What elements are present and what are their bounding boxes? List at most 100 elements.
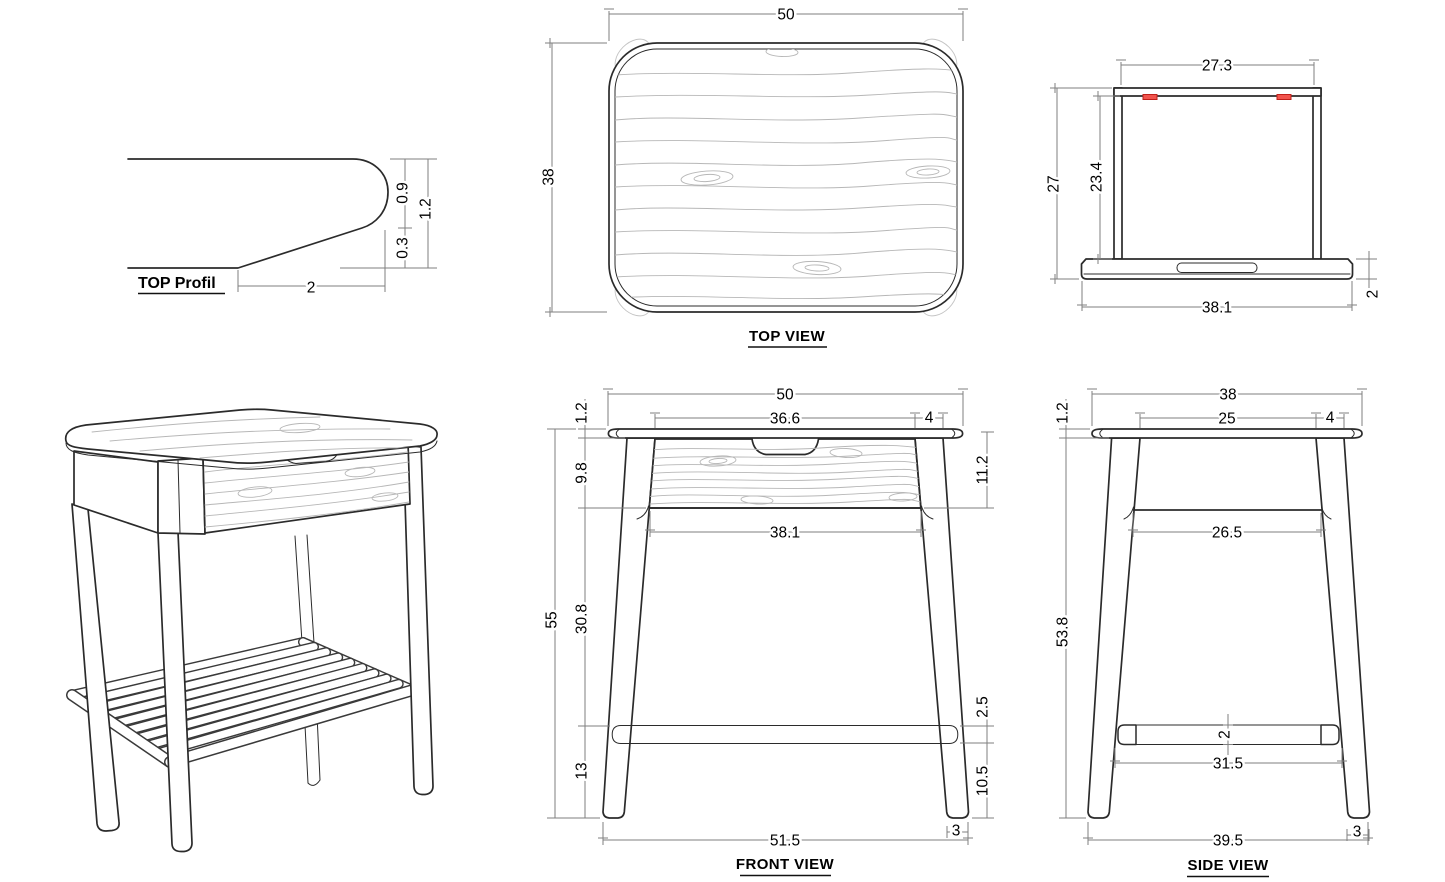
dim-text-front-drawer-to-rail: 30.8: [573, 604, 590, 634]
iso-drawer-grain: [204, 451, 410, 528]
dim-profile-undercut: 0.3: [392, 228, 414, 268]
dim-text-front-foot-width: 3: [952, 822, 961, 839]
drawer-left-stile: [1113, 87, 1123, 260]
dim-text-side-rail-thickness: 2: [1216, 730, 1233, 739]
drawer-stop-marker-left: [1142, 94, 1158, 100]
dim-front-top-to-drawer: 11.2: [924, 431, 994, 509]
dim-text-side-leg-top: 4: [1326, 409, 1335, 426]
side-view-label: SIDE VIEW: [1187, 857, 1269, 874]
table-top-inner-edge: [614, 48, 958, 307]
dim-profile-nose: 0.9: [390, 158, 437, 229]
dim-top-view-width: 50: [604, 4, 968, 41]
side-view: 38 25 4 1.2 53.8 26.5 2 31.5 39.5: [1052, 384, 1373, 878]
table-top-outline: [608, 42, 964, 313]
dim-front-bottom-width: 51.5: [598, 822, 973, 852]
dim-text-side-top-width: 38: [1219, 386, 1236, 403]
dim-text-nose: 0.9: [394, 182, 411, 204]
dim-front-below-rail: 10.5: [972, 743, 994, 819]
dim-profile-run: 2: [237, 230, 386, 299]
dim-front-top-thickness: 1.2: [571, 399, 625, 439]
dim-drawer-base-width: 38.1: [1077, 281, 1357, 319]
iso-corner-post: [157, 457, 206, 535]
dim-front-rail-to-floor: 13: [571, 726, 593, 818]
dim-text-front-total-height: 55: [543, 611, 560, 628]
side-table-top: [1091, 428, 1363, 439]
drawer-back-view: 27.3 27 23.4 38.1 2: [1043, 55, 1384, 319]
dim-drawer-base-thickness: 2: [1356, 251, 1384, 301]
dim-side-bottom-width: 39.5: [1083, 822, 1373, 852]
front-view: 50 36.6 4 1.2 9.8 55 30.8 13 11.2: [541, 384, 994, 877]
dim-text-front-top-width: 50: [776, 386, 794, 403]
dim-text-front-drawer-height: 9.8: [573, 462, 590, 484]
dim-text-run: 2: [307, 279, 316, 296]
top-view-wood-grain: [615, 49, 957, 300]
dim-text-opening-height: 23.4: [1088, 162, 1105, 193]
iso-top-grain: [91, 416, 421, 459]
dim-text-front-rail-to-floor: 13: [573, 762, 590, 779]
front-apron-flare-right: [921, 505, 934, 520]
side-apron-flare-left: [1123, 506, 1134, 520]
dim-front-top-width: 50: [603, 384, 968, 426]
dim-text-thickness: 1.2: [417, 198, 434, 220]
side-right-leg: [1315, 437, 1371, 819]
iso-left-leg: [71, 503, 120, 832]
dim-text-base-thickness: 2: [1364, 290, 1381, 299]
dim-side-height-below-top: 53.8: [1052, 437, 1086, 819]
top-view: 50 38 TOP VIEW: [538, 4, 968, 348]
edge-profile-outline: [127, 158, 389, 269]
dim-side-top-width: 38: [1087, 384, 1367, 426]
drawer-right-stile: [1312, 87, 1322, 260]
dim-text-opening-width: 27.3: [1202, 57, 1232, 74]
dim-text-front-bottom-width: 51.5: [770, 832, 800, 849]
front-drawer-grain: [649, 444, 921, 505]
dim-drawer-opening-height: 23.4: [1086, 91, 1120, 264]
dim-top-view-depth: 38: [538, 38, 607, 317]
dim-front-inner-top: 36.6 4: [650, 407, 948, 430]
dim-text-front-leg-top: 4: [925, 409, 934, 426]
dim-text-side-inner-width: 26.5: [1212, 524, 1242, 541]
drawer-base-panel: [1080, 258, 1354, 280]
front-stretcher-rail: [611, 725, 959, 744]
dim-text-front-inner-top: 36.6: [770, 410, 800, 427]
dim-side-inner-width: 26.5: [1128, 513, 1326, 544]
front-table-top: [607, 428, 964, 439]
side-left-leg: [1087, 437, 1141, 819]
iso-shelf-slats: [76, 641, 404, 759]
dim-text-base-width: 38.1: [1202, 299, 1232, 316]
iso-top-edge: [65, 440, 438, 470]
dim-side-top-thickness: 1.2: [1052, 399, 1109, 439]
dim-drawer-height: 27: [1043, 83, 1112, 284]
dim-text-front-top-to-drawer: 11.2: [974, 455, 991, 484]
front-right-leg: [914, 437, 970, 819]
iso-back-leg: [294, 534, 321, 786]
isometric-view: [64, 408, 438, 853]
dim-text-top-width: 50: [777, 6, 795, 23]
dim-text-undercut: 0.3: [394, 237, 411, 259]
dim-text-top-depth: 38: [540, 168, 557, 185]
iso-shelf: [66, 637, 419, 768]
dim-front-foot-width: 3: [946, 820, 969, 842]
dim-side-rail-span: 31.5: [1110, 748, 1347, 775]
dim-text-side-foot-width: 3: [1353, 823, 1362, 840]
dim-front-rail-height: 2.5: [960, 694, 994, 744]
top-view-label: TOP VIEW: [749, 328, 825, 345]
drawer-handle-slot: [1176, 262, 1258, 273]
dim-side-inner-top: 25 4: [1135, 407, 1349, 430]
dim-text-front-drawer-bottom: 38.1: [770, 524, 800, 541]
dim-drawer-opening-width: 27.3: [1116, 55, 1319, 85]
dim-text-drawer-height: 27: [1045, 175, 1062, 192]
dim-front-total-height: 55: [541, 428, 600, 819]
dim-front-drawer-to-rail: 30.8: [571, 508, 610, 727]
dim-text-side-inner-top: 25: [1218, 410, 1235, 427]
drawer-stop-marker-right: [1276, 94, 1292, 100]
iso-right-leg: [404, 444, 434, 796]
dim-profile-thickness: 1.2: [340, 159, 437, 269]
dim-side-rail-thickness: 2: [1214, 714, 1236, 755]
side-apron-flare-right: [1321, 506, 1332, 520]
dim-text-front-top-thickness: 1.2: [573, 402, 590, 424]
dim-text-side-bottom-width: 39.5: [1213, 832, 1243, 849]
drawer-top-rail: [1113, 87, 1322, 97]
front-apron-flare-left: [636, 505, 649, 520]
